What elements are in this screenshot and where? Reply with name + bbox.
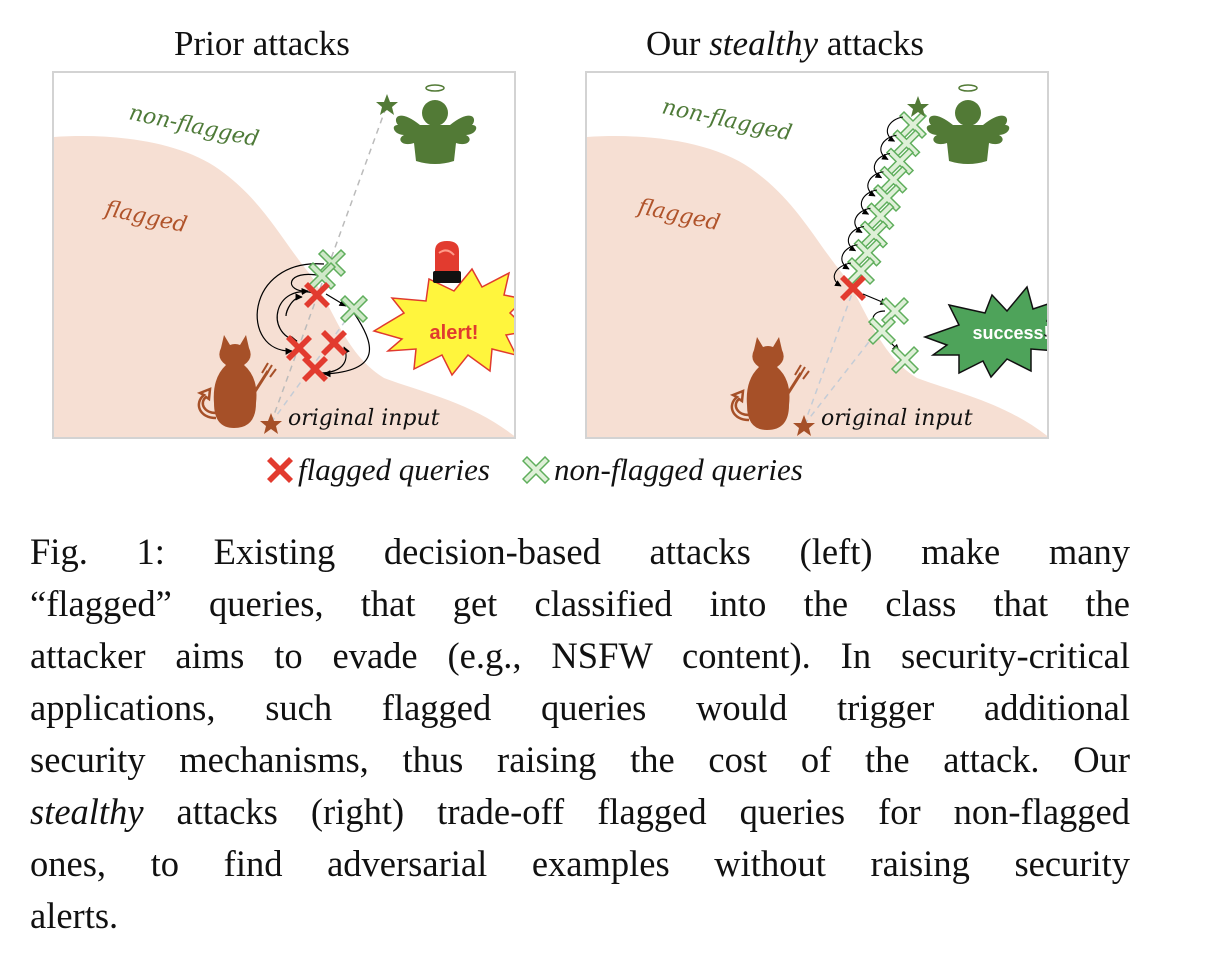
figure-caption: Fig. 1: Existing decision-based attacks … bbox=[30, 526, 1130, 942]
caption-text: trade-off flagged queries for non-flagge… bbox=[437, 791, 1130, 832]
angel-icon bbox=[393, 84, 477, 164]
caption-line: applications, such flagged queries would… bbox=[30, 687, 1130, 728]
success-text: success! bbox=[972, 323, 1049, 343]
legend: flagged queries non-flagged queries bbox=[266, 452, 835, 488]
caption-line: “flagged” queries, that get classified i… bbox=[30, 583, 1130, 624]
dashed-path bbox=[803, 328, 880, 426]
query-step-arrow bbox=[833, 262, 852, 287]
target-star-icon bbox=[376, 94, 398, 115]
legend-label: flagged queries bbox=[298, 452, 490, 487]
query-step-arrow bbox=[841, 244, 858, 270]
query-step-arrow bbox=[886, 116, 904, 142]
original-input-label: original input bbox=[821, 406, 973, 431]
devil-icon bbox=[196, 335, 277, 428]
caption-line: attacker aims to evade (e.g., NSFW conte… bbox=[30, 635, 1130, 676]
panel-title-prefix: Our bbox=[646, 24, 710, 63]
caption-line-6: stealthy attacks (right) trade-off flagg… bbox=[30, 786, 1130, 838]
caption-line: security mechanisms, thus raising the co… bbox=[30, 739, 1130, 780]
query-step-arrow bbox=[847, 225, 865, 252]
query-step-arrow bbox=[860, 189, 878, 215]
non-flagged-query bbox=[881, 297, 909, 325]
query-step-arrow bbox=[854, 207, 871, 233]
legend-item-flagged: flagged queries bbox=[266, 452, 490, 488]
non-flagged-query bbox=[340, 295, 368, 323]
original-input-label: original input bbox=[288, 406, 440, 431]
success-callout: success! bbox=[922, 285, 1049, 379]
caption-text: attacks (right) bbox=[143, 791, 438, 832]
stealthy-attacks-panel: non-flagged flagged original input bbox=[585, 71, 1049, 439]
target-star-icon bbox=[907, 96, 929, 117]
query-step-arrow bbox=[873, 152, 891, 179]
caption-italic: stealthy bbox=[30, 791, 144, 832]
alert-text: alert! bbox=[430, 322, 479, 344]
alert-callout: alert! bbox=[372, 267, 514, 377]
prior-attacks-panel: non-flagged flagged bbox=[52, 71, 516, 439]
devil-icon bbox=[729, 337, 810, 430]
query-step-arrow bbox=[867, 171, 884, 197]
flagged-region bbox=[587, 136, 1047, 437]
caption-line: alerts. bbox=[30, 895, 119, 936]
siren-icon bbox=[433, 241, 461, 283]
non-flagged-label: non-flagged bbox=[660, 94, 794, 146]
angel-icon bbox=[926, 84, 1010, 164]
caption-line: Fig. 1: Existing decision-based attacks … bbox=[30, 531, 1130, 572]
start-star-icon bbox=[793, 415, 815, 436]
panel-title-suffix: attacks bbox=[818, 24, 924, 63]
non-flagged-query-icon bbox=[522, 456, 550, 484]
legend-label: non-flagged queries bbox=[554, 452, 803, 487]
panel-title-text: Prior attacks bbox=[174, 24, 350, 63]
panel-title-italic: stealthy bbox=[709, 24, 819, 63]
dashed-path bbox=[803, 290, 854, 426]
legend-item-non-flagged: non-flagged queries bbox=[522, 452, 803, 488]
query-step-arrow bbox=[880, 134, 897, 160]
non-flagged-query bbox=[891, 346, 919, 374]
flagged-region bbox=[54, 136, 514, 437]
panel-title-stealthy-attacks: Our stealthy attacks bbox=[646, 24, 924, 64]
start-star-icon bbox=[260, 413, 282, 434]
flagged-query-icon bbox=[267, 457, 293, 483]
caption-line: ones, to find adversarial examples witho… bbox=[30, 843, 1130, 884]
panel-title-prior-attacks: Prior attacks bbox=[174, 24, 350, 64]
